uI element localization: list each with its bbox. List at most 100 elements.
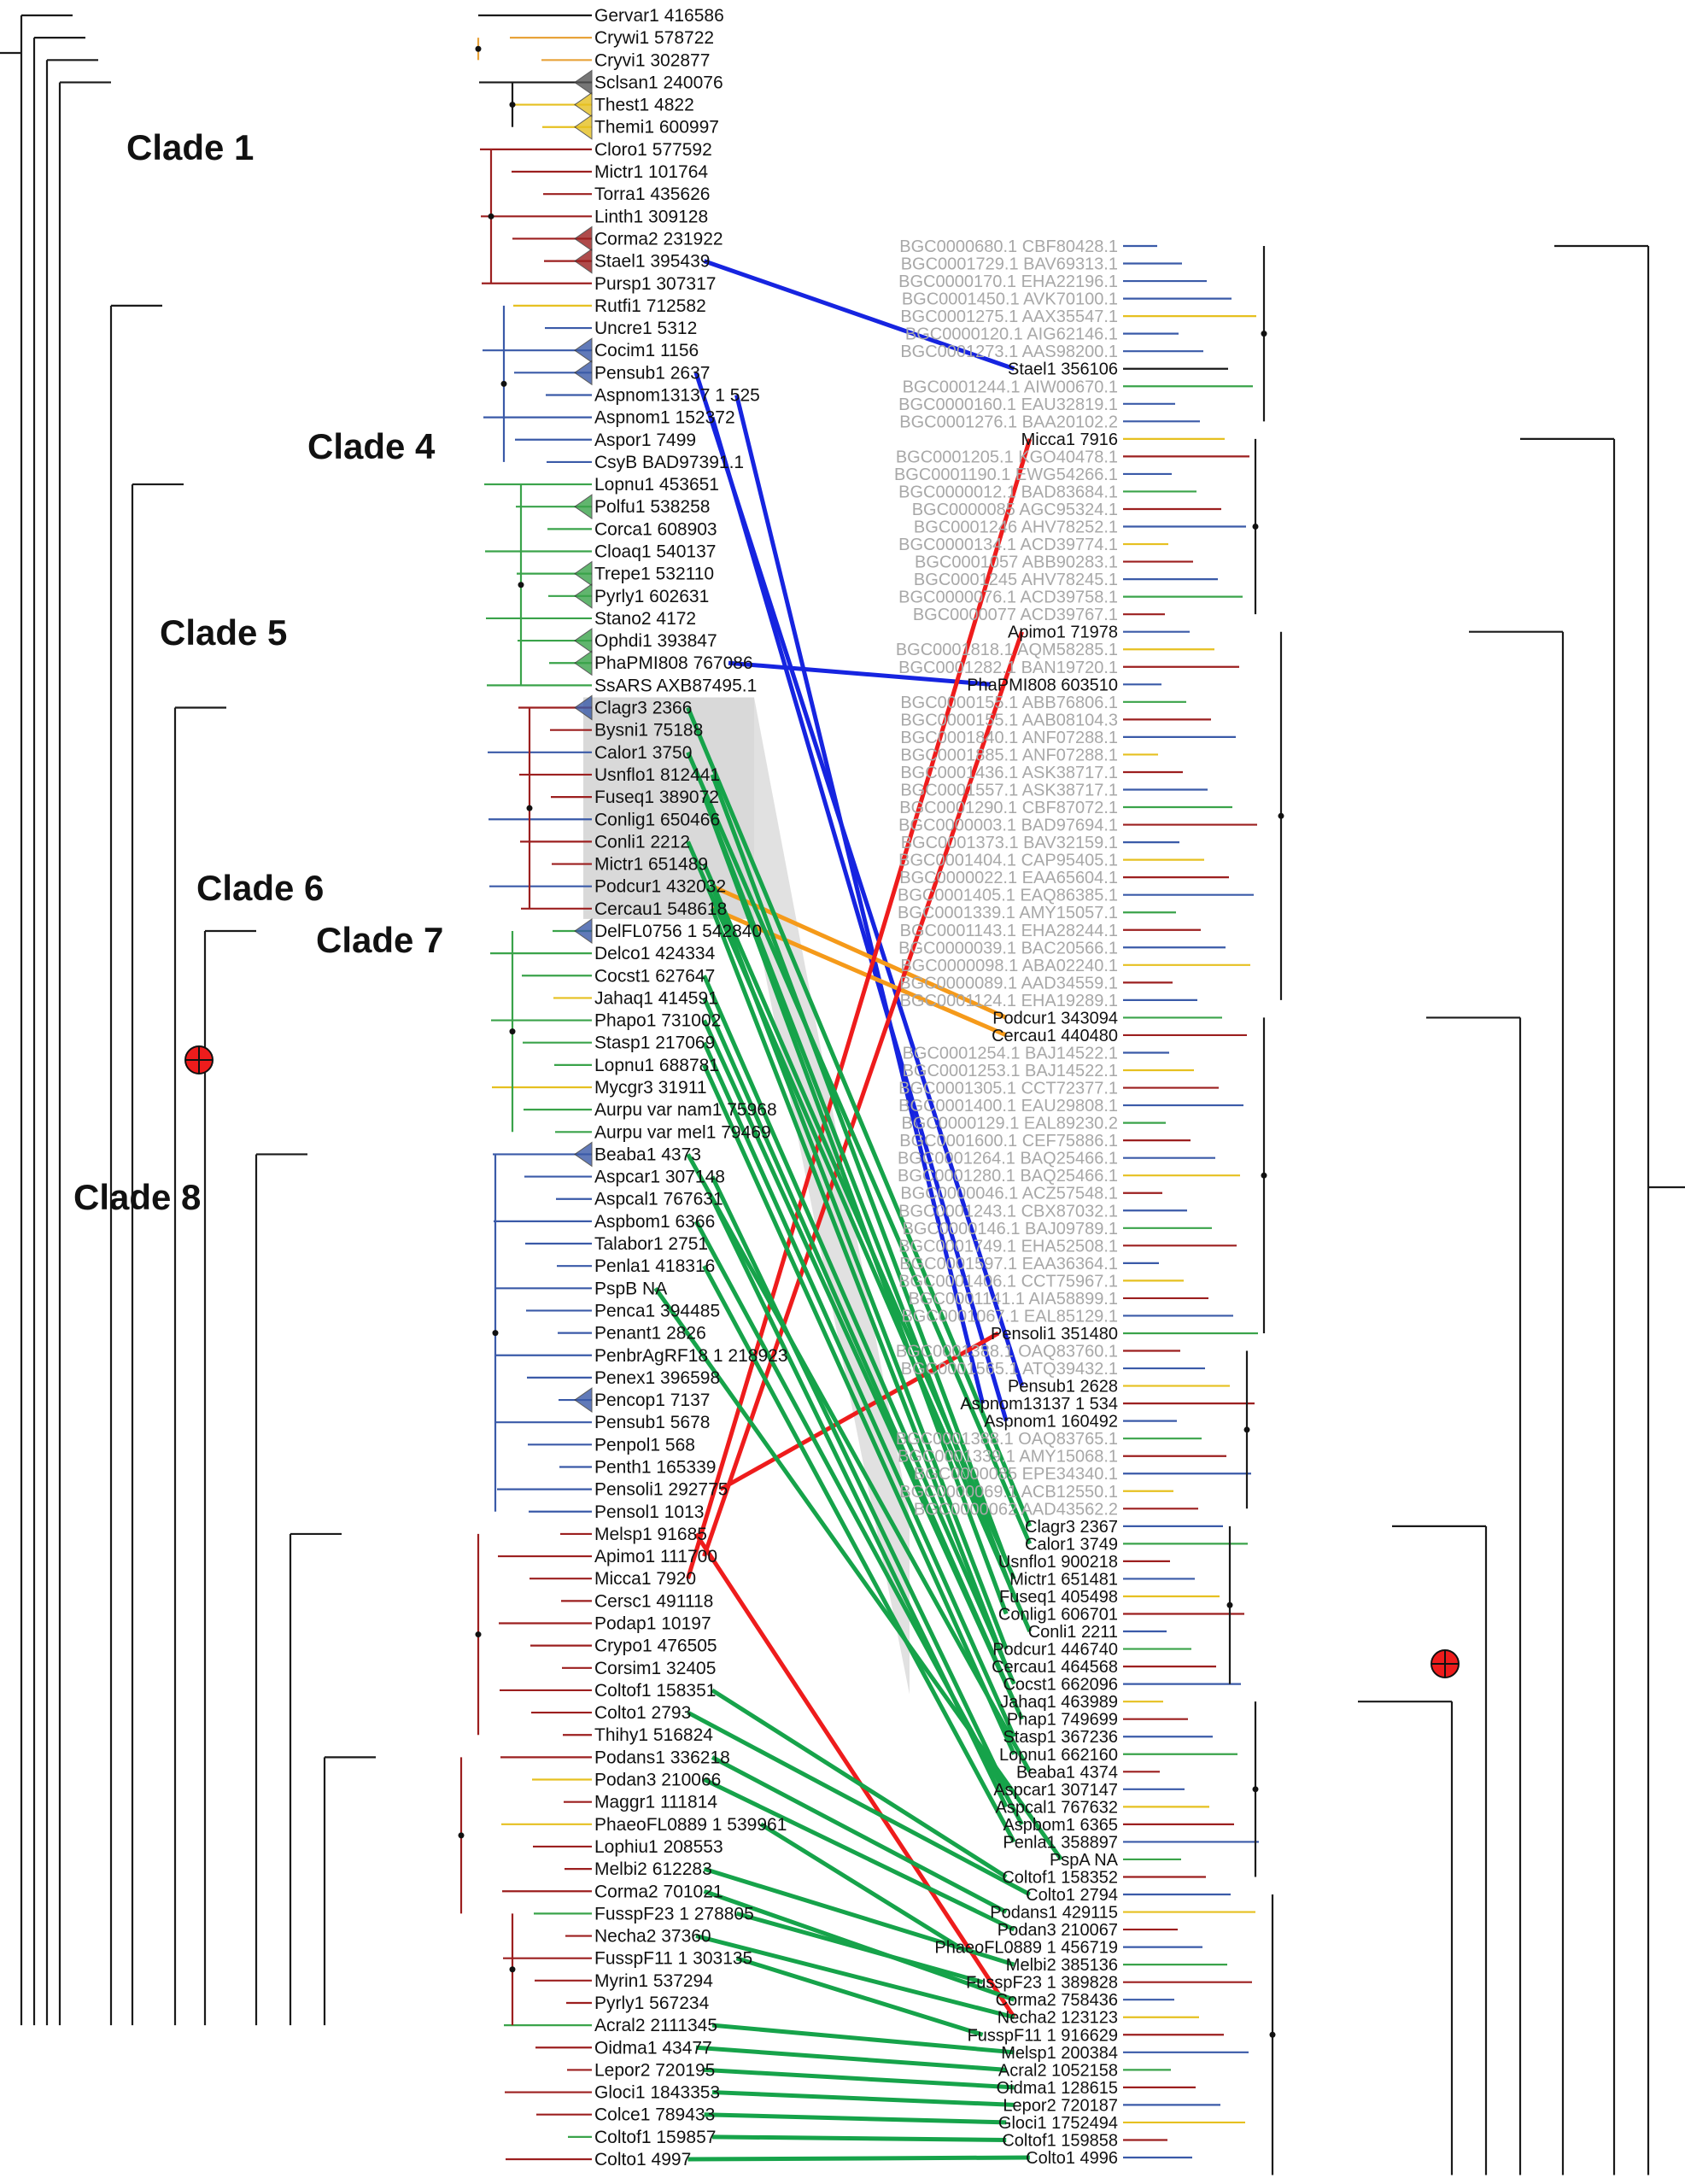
collapsed-clade-triangle: [574, 337, 593, 364]
collapsed-clade-triangle: [574, 583, 593, 609]
right-tip-label: BGC0000680.1 CBF80428.1: [899, 237, 1118, 256]
collapsed-clade-triangle: [574, 494, 593, 520]
right-tip-label: BGC0001404.1 CAP95405.1: [898, 852, 1118, 870]
right-tip-label: Conli1 2211: [1028, 1623, 1118, 1642]
right-tip-label: Gloci1 1752494: [998, 2114, 1118, 2133]
right-tip-label: Podcur1 446740: [992, 1641, 1118, 1660]
left-tip-label: Aspnom13137 1 525: [594, 385, 760, 405]
tanglegram-link: [711, 2090, 1015, 2107]
left-tip-label: Delco1 424334: [594, 944, 716, 963]
right-tip-label: Beaba1 4374: [1016, 1763, 1118, 1782]
left-tip-label: Clagr3 2366: [594, 699, 692, 718]
right-tip-label: BGC0001245 AHV78245.1: [914, 571, 1118, 589]
left-tip-label: Penth1 165339: [594, 1457, 716, 1477]
right-tip-label: Podan3 210067: [998, 1921, 1118, 1940]
left-tip-label: Cocst1 627647: [594, 966, 715, 986]
tanglegram-link: [710, 818, 1009, 1615]
right-tip-label: BGC0000170.1 EHA22196.1: [898, 272, 1118, 291]
right-tip-label: BGC0001246 AHV78252.1: [914, 518, 1118, 537]
tanglegram-link: [711, 2023, 1015, 2055]
right-node: [1261, 1172, 1267, 1179]
right-tip-label: BGC0001729.1 BAV69313.1: [901, 255, 1118, 274]
right-tip-label: Penla1 358897: [1003, 1833, 1118, 1852]
left-tip-label: Pursp1 307317: [594, 274, 716, 294]
tanglegram-link: [702, 630, 1024, 1557]
left-tip-label: Penca1 394485: [594, 1301, 720, 1320]
right-tip-label: BGC0001205.1 KGO40478.1: [896, 448, 1118, 466]
right-tip-label: Calor1 3749: [1025, 1535, 1118, 1554]
right-tip-label: BGC0000012.1 BAD83684.1: [898, 483, 1118, 501]
right-tip-label: Mictr1 651481: [1009, 1570, 1118, 1589]
right-tip-label: Corma2 758436: [996, 1991, 1118, 2010]
right-tip-label: Stael1 356106: [1008, 360, 1118, 379]
clade-7-label: Clade 7: [316, 920, 443, 960]
right-tip-label: BGC0001244.1 AIW00670.1: [903, 378, 1118, 396]
tanglegram-link: [711, 1755, 1008, 1914]
right-tip-label: BGC0001280.1 BAQ25466.1: [898, 1167, 1118, 1186]
left-tip-label: Lopnu1 688781: [594, 1056, 719, 1075]
right-tip-label: BGC0001339.1 AMY15057.1: [898, 904, 1118, 922]
left-tip-label: Maggr1 111814: [594, 1793, 717, 1812]
right-tip-label: Podcur1 343094: [992, 1009, 1118, 1028]
right-tip-label: BGC0000069.1 ACB12550.1: [899, 1483, 1118, 1502]
tanglegram-link: [710, 1175, 1009, 1790]
tanglegram-link: [704, 2112, 1007, 2125]
right-tip-label: Colto1 2794: [1026, 1886, 1118, 1905]
left-node: [509, 1028, 516, 1035]
right-tip-label: BGC0001143.1 EHA28244.1: [900, 922, 1118, 940]
tanglegram-link: [695, 2045, 1007, 2072]
left-tip-label: Talabor1 2751: [594, 1234, 708, 1254]
tanglegram-link: [711, 1688, 1008, 1879]
right-tip-label: PhaeoFL0889 1 456719: [934, 1939, 1118, 1958]
right-tip-label: Cocst1 662096: [1003, 1676, 1118, 1695]
right-tip-label: Colto1 4996: [1026, 2149, 1118, 2168]
right-tip-label: BGC0000120.1 AIG62146.1: [905, 325, 1118, 344]
right-node: [1261, 331, 1267, 337]
left-tip-label: Penant1 2826: [594, 1324, 706, 1344]
left-tip-label: Conlig1 650466: [594, 810, 720, 829]
left-tip-label: Penex1 396598: [594, 1368, 720, 1388]
tanglegram-link: [728, 660, 992, 687]
left-tip-label: Phapo1 731002: [594, 1011, 721, 1031]
left-tip-label: Sclsan1 240076: [594, 73, 723, 92]
right-tip-label: BGC0001885.1 ANF07288.1: [900, 746, 1118, 764]
left-tip-label: Crypo1 476505: [594, 1637, 717, 1656]
left-tip-label: Podan3 210066: [594, 1771, 721, 1790]
left-tip-label: Melsp1 91685: [594, 1525, 707, 1544]
tanglegram-link: [686, 438, 1033, 1579]
left-tip-label: Themi1 600997: [594, 118, 719, 138]
left-tip-label: PenbrAgRF18 1 218923: [594, 1346, 788, 1366]
tanglegram-link: [702, 1041, 1016, 1738]
left-tip-label: Melbi2 612283: [594, 1859, 712, 1879]
tanglegram-link: [693, 1220, 1024, 1826]
tanglegram-link: [686, 706, 1033, 1527]
left-node: [488, 213, 494, 220]
right-tip-label: Acral2 1052158: [998, 2061, 1118, 2080]
left-tip-label: Pencop1 7137: [594, 1391, 710, 1410]
left-tip-label: Pensol1 1013: [594, 1502, 704, 1522]
left-node: [500, 380, 507, 387]
clade-1-label: Clade 1: [126, 127, 254, 167]
right-tip-label: FusspF11 1 916629: [968, 2026, 1118, 2045]
left-tip-label: Stano2 4172: [594, 609, 696, 629]
right-tip-label: Necha2 123123: [998, 2009, 1118, 2028]
left-tip-label: Stasp1 217069: [594, 1033, 715, 1053]
tanglegram-link: [710, 774, 1009, 1562]
left-tip-label: Penla1 418316: [594, 1256, 715, 1276]
left-tip-label: FusspF11 1 303135: [594, 1949, 752, 1969]
right-tip-label: BGC0000129.1 EAL89230.2: [901, 1115, 1118, 1133]
left-tip-label: Mictr1 651489: [594, 855, 708, 875]
tanglegram-link: [704, 2067, 1015, 2090]
left-tip-label: Cersc1 491118: [594, 1591, 713, 1611]
collapsed-clade-triangle: [574, 360, 593, 386]
tanglegram-link: [702, 1264, 1016, 1843]
collapsed-clade-triangle: [574, 69, 593, 96]
collapsed-clade-triangle: [574, 918, 593, 944]
right-tip-label: Lopnu1 662160: [999, 1746, 1118, 1765]
left-tip-label: Aspnom1 152372: [594, 408, 735, 428]
right-tip-label: Pensoli1 351480: [991, 1325, 1118, 1344]
tanglegram-link: [702, 796, 1016, 1597]
left-tip-label: DelFL0756 1 542840: [594, 922, 762, 941]
right-tip-label: Lepor2 720187: [1003, 2096, 1118, 2115]
